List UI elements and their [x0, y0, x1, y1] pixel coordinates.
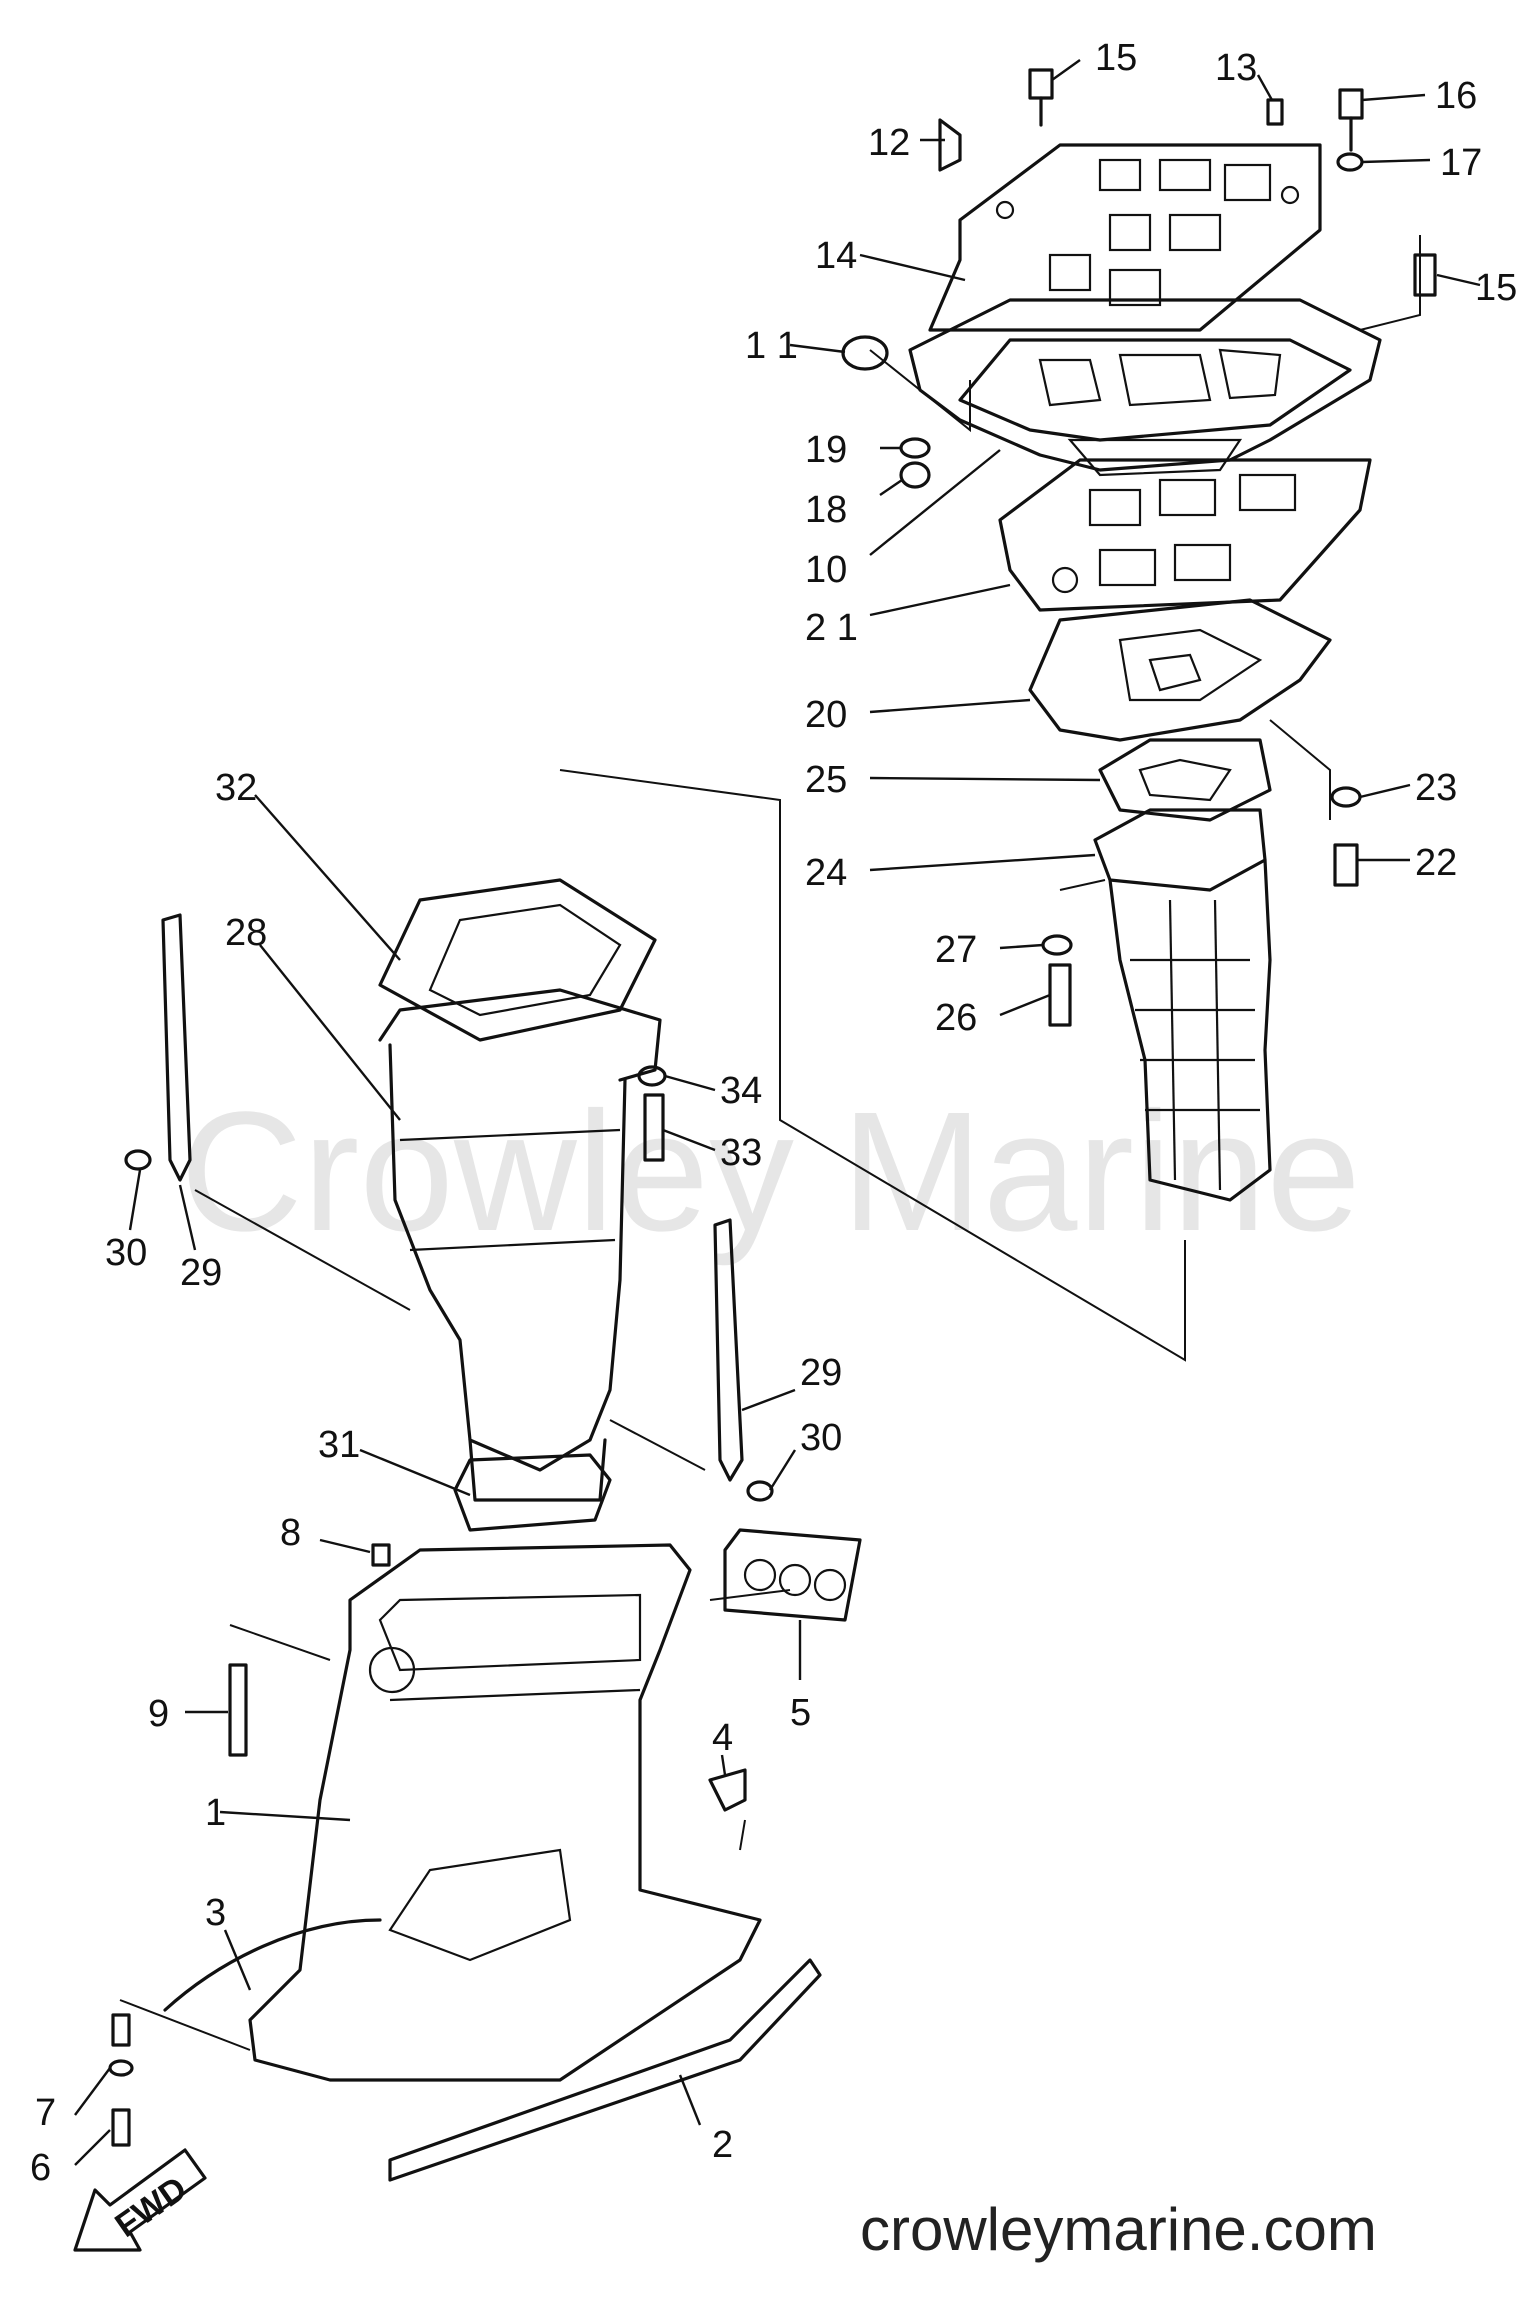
callout-30a: 30 — [105, 1232, 147, 1274]
callout-8: 8 — [280, 1512, 301, 1554]
callout-31: 31 — [318, 1424, 360, 1466]
callout-25: 25 — [805, 759, 847, 801]
part-24-exhaust-manifold — [1093, 808, 1272, 1202]
callout-11: 1 1 — [745, 325, 798, 367]
callout-2: 2 — [712, 2124, 733, 2166]
callout-6: 6 — [30, 2147, 51, 2189]
part-1-drive-shaft-housing — [248, 1543, 762, 2082]
callout-18: 18 — [805, 489, 847, 531]
fwd-label: FWD — [108, 2169, 193, 2245]
callout-29b: 29 — [800, 1352, 842, 1394]
footer-url: crowleymarine.com — [860, 2196, 1377, 2263]
callout-19: 19 — [805, 429, 847, 471]
part-2-strip — [388, 1958, 822, 2182]
part-21-gasket — [998, 458, 1372, 612]
callout-29a: 29 — [180, 1252, 222, 1294]
part-28-upper-casing — [378, 988, 662, 1502]
callout-13: 13 — [1215, 47, 1257, 89]
part-14-gasket — [928, 143, 1322, 332]
callout-12: 12 — [868, 122, 910, 164]
callout-32: 32 — [215, 767, 257, 809]
part-10-exhaust-guide — [908, 298, 1382, 477]
callout-22: 22 — [1415, 842, 1457, 884]
callout-5: 5 — [790, 1692, 811, 1734]
leader-lines — [74, 59, 1481, 2166]
callout-28: 28 — [225, 912, 267, 954]
callout-7: 7 — [35, 2092, 56, 2134]
callout-21: 2 1 — [805, 607, 858, 649]
callout-30b: 30 — [800, 1417, 842, 1459]
part-20-plate — [1028, 598, 1332, 742]
callout-15b: 15 — [1475, 267, 1517, 309]
part-31-seal — [453, 1453, 612, 1532]
callout-34: 34 — [720, 1070, 762, 1112]
callout-9: 9 — [148, 1693, 169, 1735]
callout-33: 33 — [720, 1132, 762, 1174]
callout-3: 3 — [205, 1892, 226, 1934]
callout-17: 17 — [1440, 142, 1482, 184]
fwd-arrow: FWD — [73, 2148, 207, 2252]
part-29-strip-right — [713, 1218, 744, 1482]
callout-23: 23 — [1415, 767, 1457, 809]
watermark: Crowley Marine — [180, 1077, 1361, 1267]
part-5-water-seal — [723, 1528, 862, 1622]
part-32-gasket — [378, 878, 657, 1042]
callout-14: 14 — [815, 235, 857, 277]
assembly-lines — [119, 235, 1421, 2051]
callout-1: 1 — [205, 1792, 226, 1834]
part-25-gasket — [1098, 738, 1272, 822]
callout-16: 16 — [1435, 75, 1477, 117]
callout-24: 24 — [805, 852, 847, 894]
part-3-rubber-seal — [163, 1918, 382, 2012]
callout-27: 27 — [935, 929, 977, 971]
callout-15a: 15 — [1095, 37, 1137, 79]
callout-20: 20 — [805, 694, 847, 736]
part-29-strip-left — [161, 913, 192, 1182]
callout-26: 26 — [935, 997, 977, 1039]
callout-4: 4 — [712, 1717, 733, 1759]
callout-labels: 15 13 16 12 17 14 15 1 1 19 18 10 2 1 20… — [30, 37, 1517, 2189]
callout-10: 10 — [805, 549, 847, 591]
